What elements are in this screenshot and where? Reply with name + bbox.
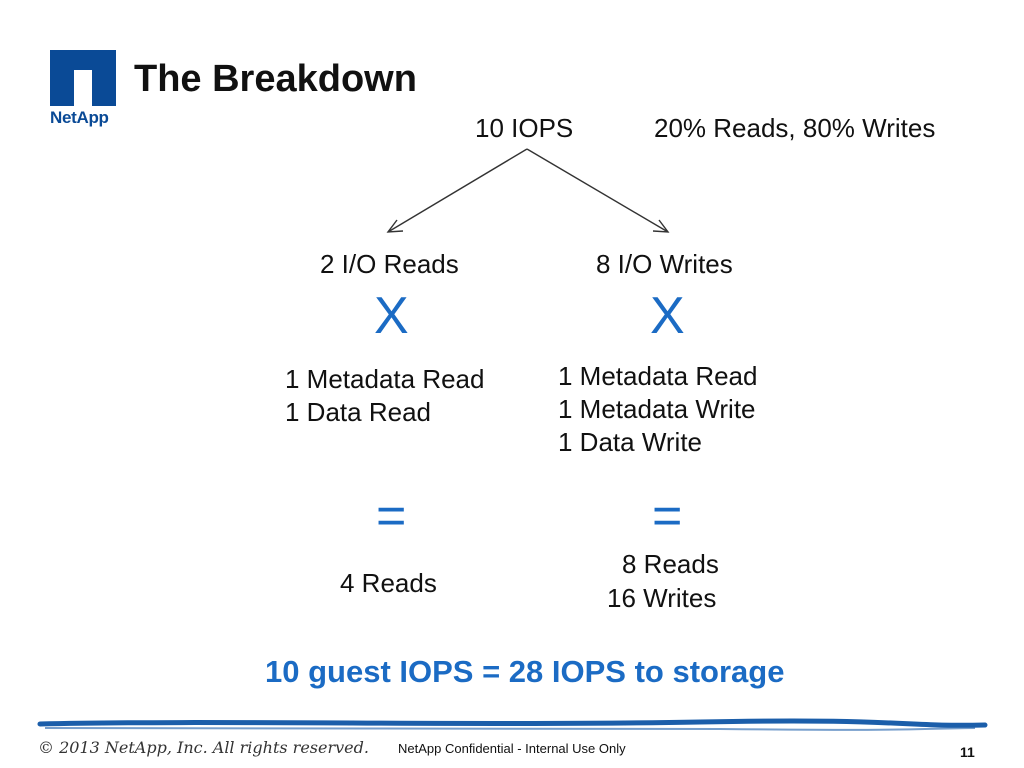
- arrow-right-head: [652, 219, 670, 233]
- root-iops-label: 10 IOPS: [475, 113, 574, 143]
- footer-rule: [37, 718, 988, 728]
- reads-multiplier-2: 1 Data Read: [285, 397, 431, 427]
- arrow-right-line: [526, 148, 669, 233]
- page-title: The Breakdown: [134, 58, 417, 100]
- page-number: 11: [960, 744, 975, 760]
- writes-multiplier-3: 1 Data Write: [558, 427, 703, 457]
- reads-multiply-sign: X: [374, 287, 409, 345]
- writes-multiply-sign: X: [650, 287, 685, 345]
- footer-rule-shadow: [44, 727, 976, 731]
- writes-result-reads: 8 Reads: [622, 549, 719, 579]
- netapp-wordmark: NetApp: [50, 108, 109, 127]
- writes-multiplier-2: 1 Metadata Write: [558, 394, 756, 424]
- reads-result: 4 Reads: [340, 568, 437, 598]
- writes-label: 8 I/O Writes: [596, 249, 733, 279]
- writes-result-writes: 16 Writes: [607, 583, 717, 613]
- summary-statement: 10 guest IOPS = 28 IOPS to storage: [265, 654, 785, 689]
- arrow-left-line: [387, 148, 528, 233]
- split-arrows: [386, 148, 670, 233]
- copyright-notice: © 2013 NetApp, Inc. All rights reserved.: [38, 738, 369, 757]
- arrow-left-head: [386, 219, 404, 233]
- reads-equals-sign: =: [376, 487, 407, 545]
- reads-multiplier-1: 1 Metadata Read: [285, 364, 485, 394]
- netapp-logo: NetApp: [50, 50, 120, 128]
- writes-multiplier-1: 1 Metadata Read: [558, 361, 758, 391]
- reads-label: 2 I/O Reads: [320, 249, 459, 279]
- confidential-notice: NetApp Confidential - Internal Use Only: [398, 741, 626, 756]
- netapp-logo-icon: [50, 50, 116, 106]
- ratio-label: 20% Reads, 80% Writes: [654, 113, 936, 143]
- writes-equals-sign: =: [652, 487, 683, 545]
